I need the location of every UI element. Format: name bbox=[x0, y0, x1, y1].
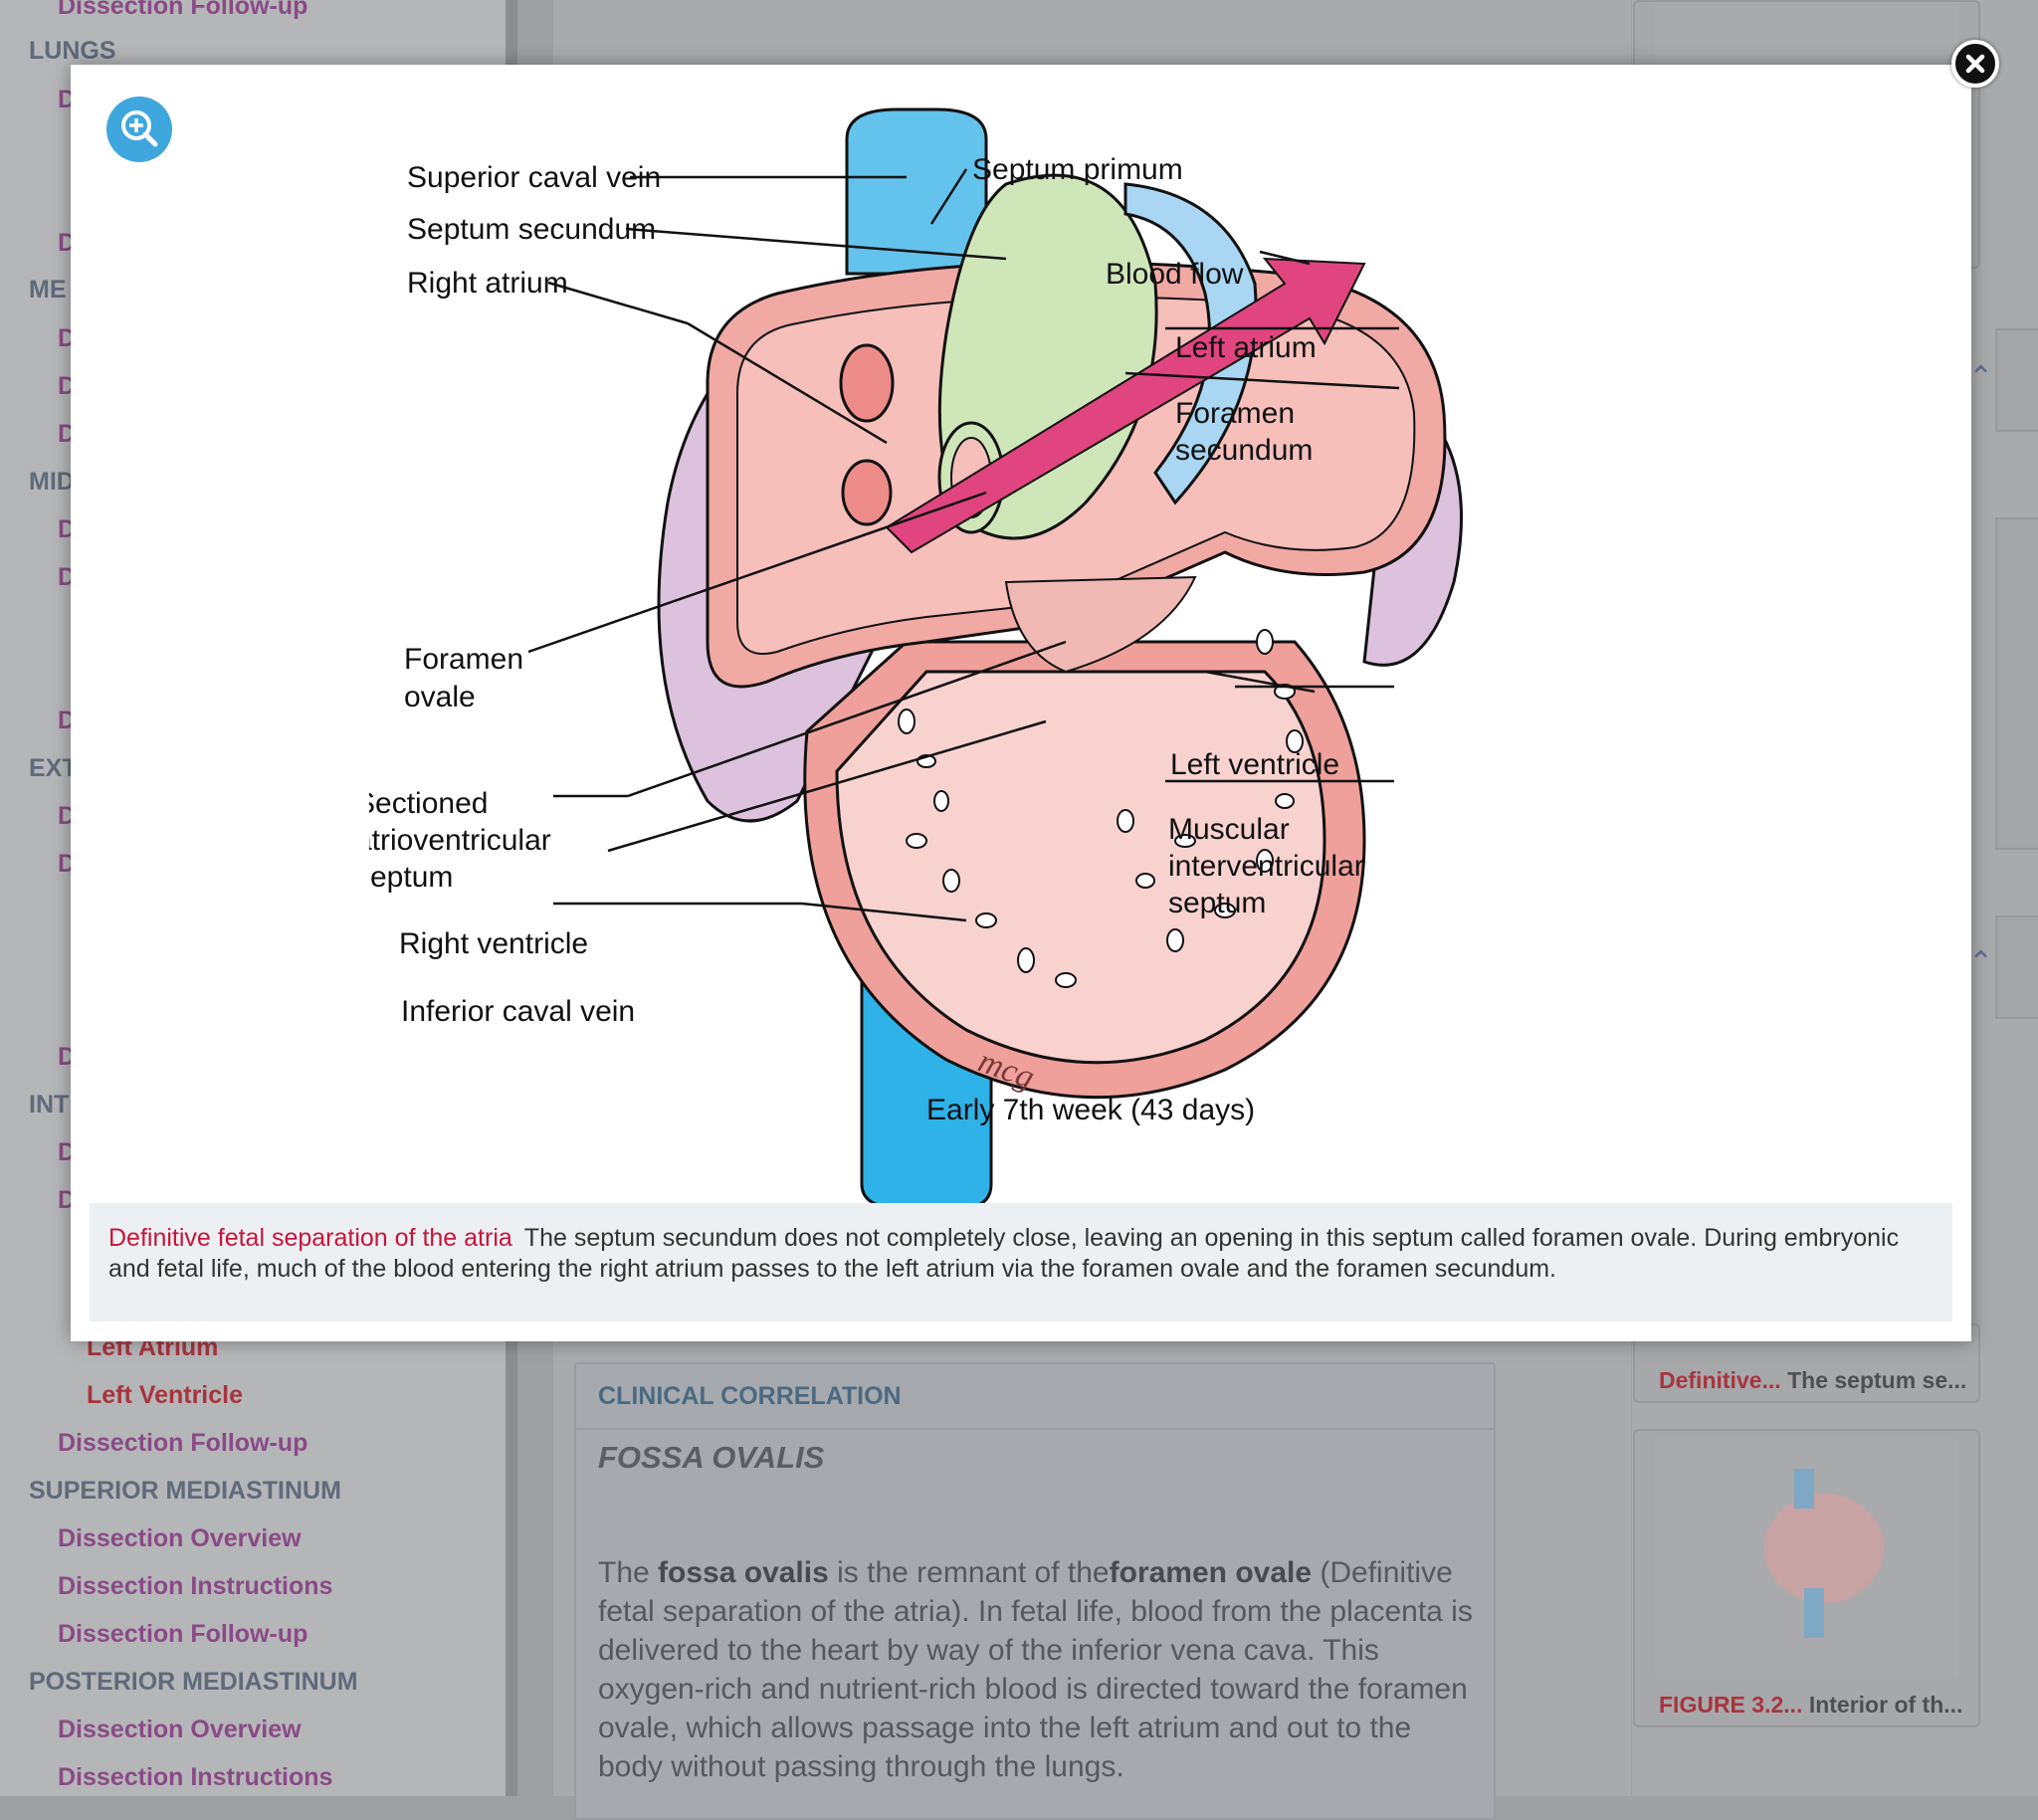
thumbnail-caption-text: Interior of th... bbox=[1802, 1692, 1963, 1718]
label-foramen-secundum: Foramen bbox=[1175, 397, 1295, 430]
label-septum-primum: Septum primum bbox=[972, 153, 1183, 186]
label-foramen-ovale: ovale bbox=[404, 681, 476, 713]
figure-modal: mcg Superior caval vein Septum secundum … bbox=[71, 65, 1971, 1341]
label-blood-flow: Blood flow bbox=[1106, 258, 1244, 291]
zoom-in-icon bbox=[121, 110, 158, 147]
heart-thumbnail-icon bbox=[1764, 1469, 1884, 1638]
nav-section-superior-mediastinum[interactable]: SUPERIOR MEDIASTINUM bbox=[29, 1477, 341, 1505]
septum-primum-shape bbox=[1123, 182, 1258, 506]
caption-title: Definitive fetal separation of the atria bbox=[108, 1224, 512, 1252]
blood-flow-arrow bbox=[885, 257, 1366, 554]
label-sectioned-av-septum: atrioventricular bbox=[369, 824, 551, 857]
thumbnail-image[interactable] bbox=[1655, 1439, 1958, 1678]
atrioventricular-septum-shape bbox=[1004, 575, 1197, 674]
right-atrium-opening bbox=[839, 343, 895, 423]
nav-section-lungs[interactable]: LUNGS bbox=[29, 37, 116, 65]
label-muscular-iv-septum: interventricular bbox=[1168, 850, 1364, 883]
thumbnail-caption-text: The septum se... bbox=[1780, 1367, 1967, 1393]
nav-section-mid[interactable]: MID bbox=[29, 468, 75, 496]
label-muscular-iv-septum: Muscular bbox=[1168, 813, 1290, 846]
close-icon bbox=[1965, 54, 1985, 74]
nav-section-ext[interactable]: EXT bbox=[29, 754, 78, 782]
label-right-atrium: Right atrium bbox=[407, 267, 568, 300]
nav-item-dissection-instructions[interactable]: Dissection Instructions bbox=[58, 1763, 333, 1791]
body-text: The bbox=[598, 1556, 659, 1589]
body-bold: fossa ovalis bbox=[658, 1556, 829, 1589]
nav-section-int[interactable]: INT bbox=[29, 1091, 70, 1118]
nav-item-dissection-overview[interactable]: Dissection Overview bbox=[58, 1524, 302, 1552]
fetal-heart-figure: mcg Superior caval vein Septum secundum … bbox=[369, 107, 1463, 1211]
clinical-correlation-body: The fossa ovalis is the remnant of thefo… bbox=[598, 1553, 1474, 1786]
side-panel-tab[interactable] bbox=[1995, 517, 2038, 850]
label-muscular-iv-septum: septum bbox=[1168, 887, 1266, 919]
clinical-correlation-heading: CLINICAL CORRELATION bbox=[576, 1364, 1494, 1430]
thumbnail-caption[interactable]: Definitive... The septum se... bbox=[1659, 1367, 1966, 1394]
nav-item-dissection-instructions[interactable]: Dissection Instructions bbox=[58, 1572, 333, 1600]
label-foramen-ovale: Foramen bbox=[404, 643, 523, 676]
figure-caption: Definitive fetal separation of the atria… bbox=[90, 1203, 1952, 1321]
clinical-correlation-card: CLINICAL CORRELATION FOSSA OVALIS The fo… bbox=[574, 1362, 1496, 1820]
side-panel-tab[interactable] bbox=[1995, 328, 2038, 432]
label-sectioned-av-septum: Sectioned bbox=[369, 787, 488, 820]
side-panel-tab[interactable] bbox=[1995, 915, 2038, 1019]
zoom-button[interactable] bbox=[106, 97, 172, 162]
thumbnail-caption-title: FIGURE 3.2... bbox=[1659, 1692, 1803, 1718]
clinical-correlation-title: FOSSA OVALIS bbox=[598, 1440, 825, 1475]
superior-caval-vein-shape bbox=[845, 107, 988, 276]
label-septum-secundum: Septum secundum bbox=[407, 213, 656, 246]
right-atrium-opening bbox=[841, 459, 893, 526]
nav-item-dissection-follow-up[interactable]: Dissection Follow-up bbox=[58, 1620, 308, 1648]
body-bold: foramen ovale bbox=[1109, 1556, 1313, 1589]
body-text: is the remnant of the bbox=[828, 1556, 1110, 1589]
thumbnail-card-figure-3-2[interactable]: FIGURE 3.2... Interior of th... bbox=[1633, 1429, 1980, 1727]
body-text: (Definitive fetal separation of the atri… bbox=[598, 1556, 1473, 1783]
chevron-up-icon[interactable]: ⌃ bbox=[1968, 946, 1994, 979]
label-left-atrium: Left atrium bbox=[1175, 331, 1317, 364]
label-sectioned-av-septum: septum bbox=[369, 861, 453, 894]
nav-item-dissection-follow-up[interactable]: Dissection Follow-up bbox=[58, 0, 308, 20]
nav-item-dissection-follow-up[interactable]: Dissection Follow-up bbox=[58, 1429, 308, 1457]
nav-sub-left-ventricle[interactable]: Left Ventricle bbox=[87, 1381, 243, 1409]
label-inferior-caval-vein: Inferior caval vein bbox=[401, 995, 635, 1028]
label-left-ventricle: Left ventricle bbox=[1170, 748, 1339, 781]
label-foramen-secundum: secundum bbox=[1175, 434, 1313, 467]
nav-section-posterior-mediastinum[interactable]: POSTERIOR MEDIASTINUM bbox=[29, 1668, 358, 1696]
label-superior-caval-vein: Superior caval vein bbox=[407, 161, 661, 194]
chevron-up-icon[interactable]: ⌃ bbox=[1968, 361, 1994, 394]
leader-lines bbox=[527, 168, 1400, 922]
label-stage: Early 7th week (43 days) bbox=[926, 1094, 1255, 1126]
thumbnail-caption[interactable]: FIGURE 3.2... Interior of th... bbox=[1659, 1692, 1962, 1719]
caption-text: The septum secundum does not completely … bbox=[108, 1224, 1900, 1283]
close-button[interactable] bbox=[1951, 40, 1999, 88]
nav-section-me[interactable]: ME bbox=[29, 276, 67, 303]
label-right-ventricle: Right ventricle bbox=[399, 927, 588, 960]
thumbnail-caption-title: Definitive... bbox=[1659, 1367, 1781, 1393]
ventricle-inner-shape bbox=[835, 670, 1326, 1065]
nav-item-dissection-overview[interactable]: Dissection Overview bbox=[58, 1716, 302, 1743]
